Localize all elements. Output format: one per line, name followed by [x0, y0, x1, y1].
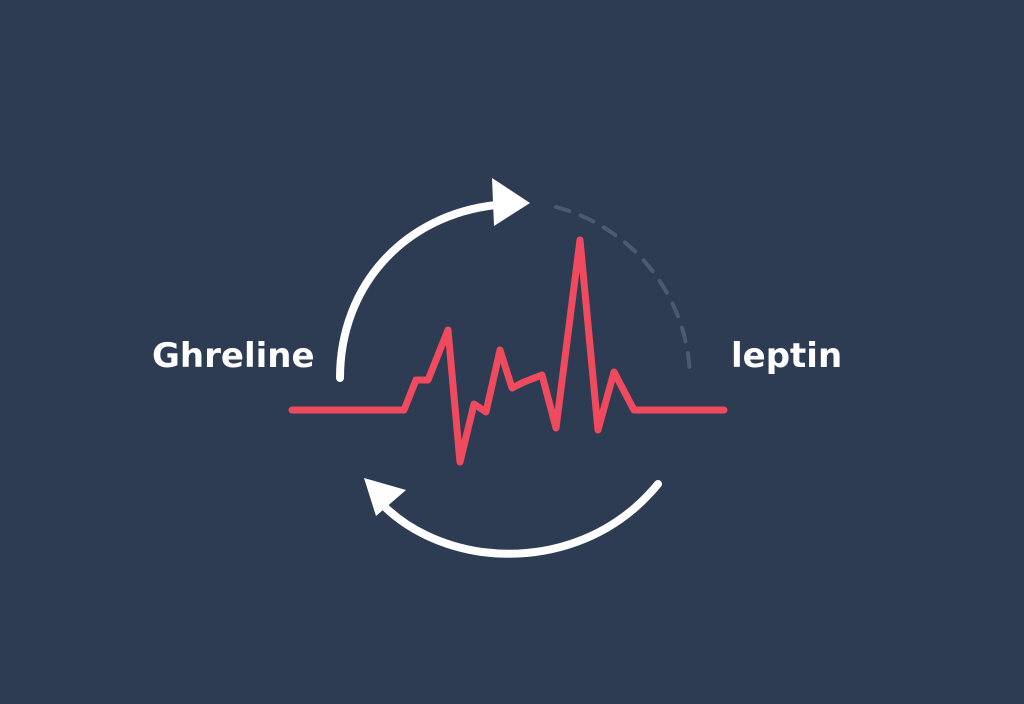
arrow-up-right-icon: [492, 178, 530, 226]
heartbeat-line-icon: [288, 236, 728, 466]
arrow-down-left-icon: [364, 478, 406, 516]
dashed-arc: [554, 205, 692, 379]
leptin-label: leptin: [731, 336, 843, 376]
ghreline-label: Ghreline: [152, 336, 315, 376]
top-cycle-arc: [336, 201, 500, 382]
bottom-cycle-arc: [382, 480, 662, 558]
